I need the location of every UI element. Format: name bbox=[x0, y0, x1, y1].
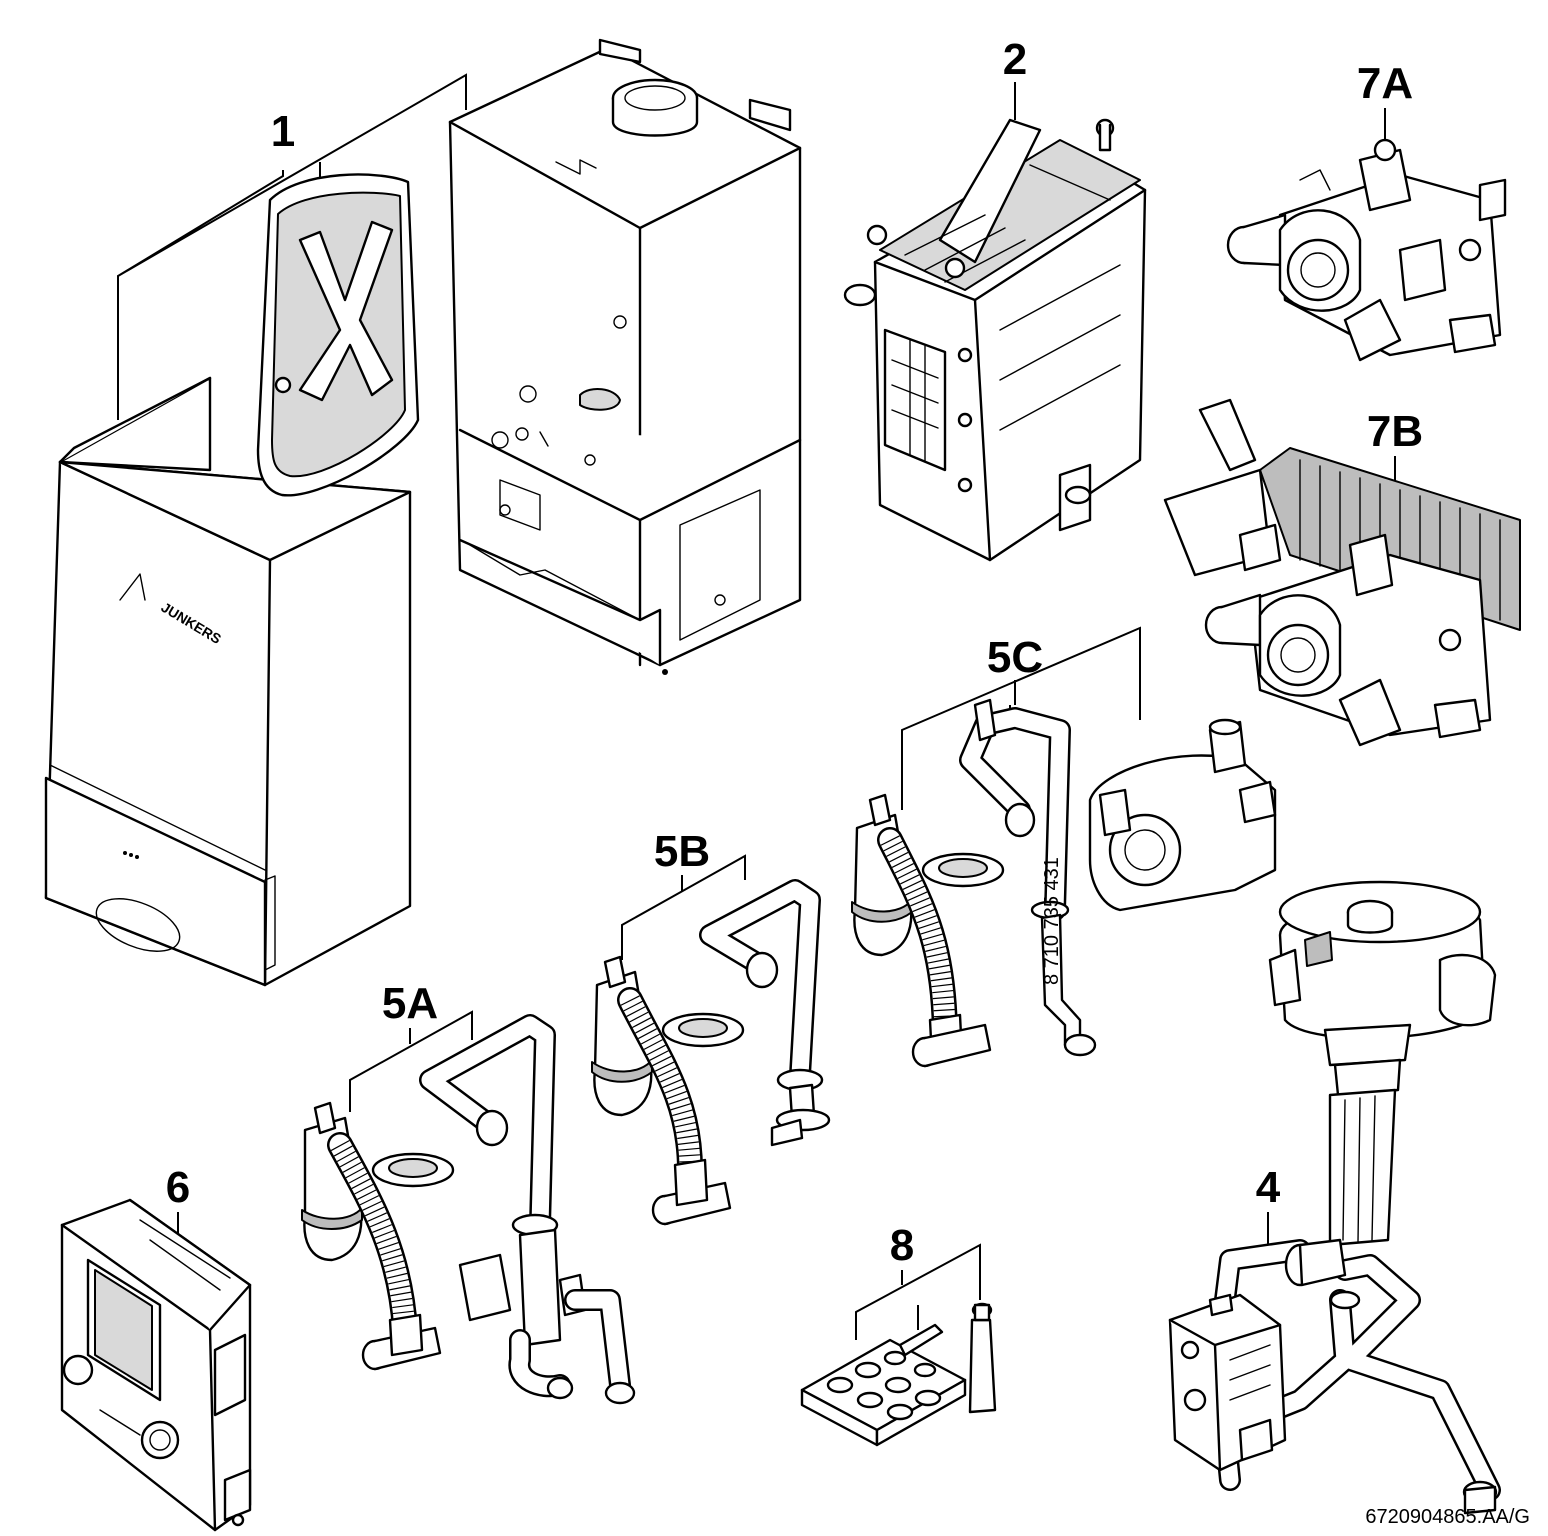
seal-kit-icon bbox=[800, 1323, 967, 1447]
callout-5c: 5C bbox=[987, 633, 1043, 682]
pipe-icon bbox=[419, 1014, 636, 1405]
group-5c-pump-kit: 5C 8 710 735 431 bbox=[851, 626, 1277, 1068]
group-2-heat-exchanger: 2 bbox=[843, 35, 1147, 562]
group-5a-siphon-kit: 5A bbox=[301, 979, 636, 1405]
control-unit-icon bbox=[60, 1198, 252, 1532]
siphon-icon bbox=[591, 955, 745, 1226]
group-4-fan-gas-valve: 4 bbox=[1168, 880, 1501, 1515]
callout-2: 2 bbox=[1003, 35, 1027, 84]
grease-tube-icon bbox=[968, 1302, 997, 1414]
callout-7b: 7B bbox=[1367, 407, 1423, 456]
leader-5a bbox=[349, 1010, 473, 1112]
leader-8 bbox=[855, 1243, 981, 1340]
siphon-icon bbox=[301, 1101, 455, 1371]
expansion-vessel-icon bbox=[256, 173, 420, 497]
hydraulic-block-icon bbox=[1163, 398, 1521, 747]
pipe-part-number: 8 710 735 431 bbox=[1041, 857, 1063, 985]
group-1-casing: 1 JUNKERS bbox=[44, 38, 802, 987]
group-5b-siphon-kit: 5B bbox=[591, 827, 831, 1226]
siphon-icon bbox=[851, 793, 1005, 1068]
boiler-casing-icon: JUNKERS bbox=[44, 376, 412, 987]
frame-icon bbox=[448, 38, 802, 675]
drawing-reference: 6720904865.AA/G bbox=[1365, 1506, 1530, 1528]
group-6-control-unit: 6 bbox=[60, 1163, 252, 1532]
group-7a-hydraulic-block: 7A bbox=[1226, 59, 1507, 362]
group-8-service-kit: 8 bbox=[800, 1221, 997, 1447]
callout-8: 8 bbox=[890, 1221, 914, 1270]
hydraulic-block-icon bbox=[1226, 138, 1507, 362]
pipe-icon bbox=[1214, 1238, 1501, 1515]
callout-1: 1 bbox=[271, 107, 295, 156]
heat-exchanger-icon bbox=[843, 118, 1147, 562]
callout-4: 4 bbox=[1256, 1163, 1281, 1212]
leader-5b bbox=[621, 854, 746, 960]
callout-5a: 5A bbox=[382, 979, 438, 1028]
callout-6: 6 bbox=[166, 1163, 190, 1212]
gas-valve-icon bbox=[1168, 1293, 1287, 1472]
fan-icon bbox=[1268, 880, 1497, 1247]
group-7b-hydraulic-block: 7B bbox=[1163, 398, 1521, 747]
callout-5b: 5B bbox=[654, 827, 710, 876]
callout-7a: 7A bbox=[1357, 59, 1413, 108]
pump-icon bbox=[1088, 718, 1277, 912]
pipe-icon: 8 710 735 431 bbox=[959, 698, 1097, 1057]
pipe-icon bbox=[699, 879, 831, 1147]
